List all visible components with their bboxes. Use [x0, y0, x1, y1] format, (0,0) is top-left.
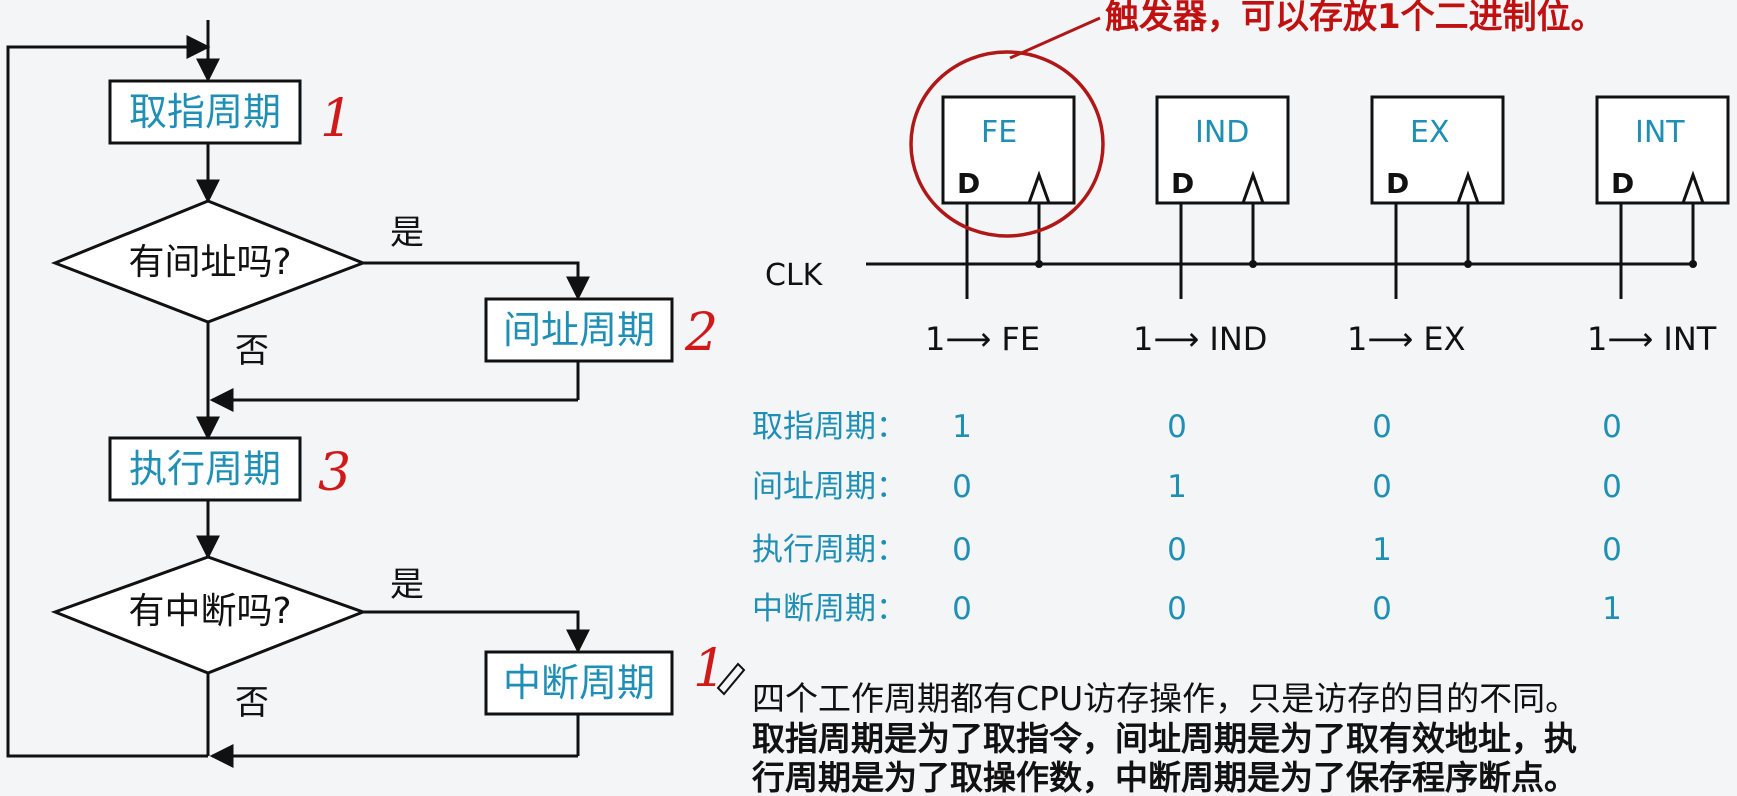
indirect-cycle-label: 间址周期 [503, 308, 655, 352]
highlight-circle [909, 50, 1105, 238]
annotation-pointer [1009, 16, 1101, 60]
state-row-label: 中断周期： [752, 591, 907, 627]
state-value-int: 0 [1602, 469, 1622, 505]
state-value-ind: 1 [1167, 469, 1187, 505]
state-value-ex: 0 [1372, 409, 1392, 445]
state-value-fe: 0 [952, 469, 972, 505]
note-line-3: 行周期是为了取操作数，中断周期是为了保存程序断点。 [751, 758, 1577, 796]
state-row: 间址周期： 0 1 0 0 [752, 469, 1622, 505]
no-label-1: 否 [235, 331, 269, 371]
state-row-label: 间址周期： [752, 469, 907, 505]
flipflop-box [1595, 95, 1730, 205]
flipflop-fe: FED 1⟶ FE [925, 95, 1076, 358]
yes-label-2: 是 [390, 565, 424, 605]
d-input-label: D [1386, 167, 1409, 200]
set-label-int: 1⟶ INT [1587, 320, 1717, 358]
flowchart [6, 20, 674, 768]
state-row-label: 取指周期： [752, 409, 907, 445]
loop-back-line [6, 35, 211, 758]
d-input-label: D [957, 167, 980, 200]
set-label-fe: 1⟶ FE [925, 320, 1040, 358]
state-value-ind: 0 [1167, 409, 1187, 445]
flipflop-annotation: 触发器，可以存放1个二进制位。 [1105, 0, 1605, 37]
state-value-ex: 0 [1372, 469, 1392, 505]
state-value-ex: 1 [1372, 532, 1392, 568]
state-value-fe: 1 [952, 409, 972, 445]
set-label-ex: 1⟶ EX [1347, 320, 1466, 358]
state-value-int: 1 [1602, 591, 1622, 627]
junction-dot [1689, 260, 1697, 268]
note-line-1: 四个工作周期都有CPU访存操作，只是访存的目的不同。 [752, 679, 1578, 718]
interrupt-cycle-label: 中断周期 [503, 661, 655, 705]
state-value-fe: 0 [952, 591, 972, 627]
flipflop-name: INT [1635, 115, 1685, 150]
fetch-cycle-label: 取指周期 [129, 90, 281, 134]
yes-label-1: 是 [390, 213, 424, 253]
state-value-fe: 0 [952, 532, 972, 568]
flipflop-box [1370, 95, 1505, 205]
fetch-cycle-box [108, 79, 302, 145]
state-value-ex: 0 [1372, 591, 1392, 627]
flipflop-box [941, 95, 1076, 205]
no-label-2: 否 [235, 683, 269, 723]
handwritten-number-3: 3 [318, 443, 351, 503]
state-row-label: 执行周期： [752, 532, 907, 568]
decision-indirect-label: 有间址吗? [128, 242, 291, 283]
state-row: 中断周期： 0 0 0 1 [752, 591, 1622, 627]
flipflop-box [1155, 95, 1290, 205]
state-row: 取指周期： 1 0 0 0 [752, 409, 1622, 445]
state-value-int: 0 [1602, 532, 1622, 568]
flipflop-name: EX [1410, 115, 1450, 150]
handwritten-number-4: 1 [693, 639, 726, 699]
state-value-ind: 0 [1167, 591, 1187, 627]
state-table: 取指周期： 1 0 0 0 间址周期： 0 1 0 0 执行周期： 0 0 1 0 中断周期： 0 0 0 1 [752, 409, 1622, 627]
state-value-ind: 0 [1167, 532, 1187, 568]
note-line-2: 取指周期是为了取指令，间址周期是为了取有效地址，执 [752, 719, 1577, 758]
execute-cycle-label: 执行周期 [129, 447, 281, 491]
decision-interrupt-label: 有中断吗? [128, 591, 291, 632]
set-label-ind: 1⟶ IND [1133, 320, 1267, 358]
clk-label: CLK [765, 258, 824, 293]
handwritten-number-2: 2 [684, 303, 718, 363]
d-input-label: D [1171, 167, 1194, 200]
d-input-label: D [1611, 167, 1634, 200]
handwritten-number-1: 1 [320, 89, 353, 149]
pen-icon [716, 662, 746, 696]
state-value-int: 0 [1602, 409, 1622, 445]
flipflop-ex: EXD 1⟶ EX [1347, 95, 1505, 358]
indirect-cycle-box [484, 297, 674, 363]
execute-cycle-box [108, 436, 302, 502]
interrupt-cycle-box [484, 650, 674, 716]
state-row: 执行周期： 0 0 1 0 [752, 532, 1622, 568]
flipflop-name: IND [1195, 115, 1249, 150]
flipflop-name: FE [981, 115, 1017, 150]
